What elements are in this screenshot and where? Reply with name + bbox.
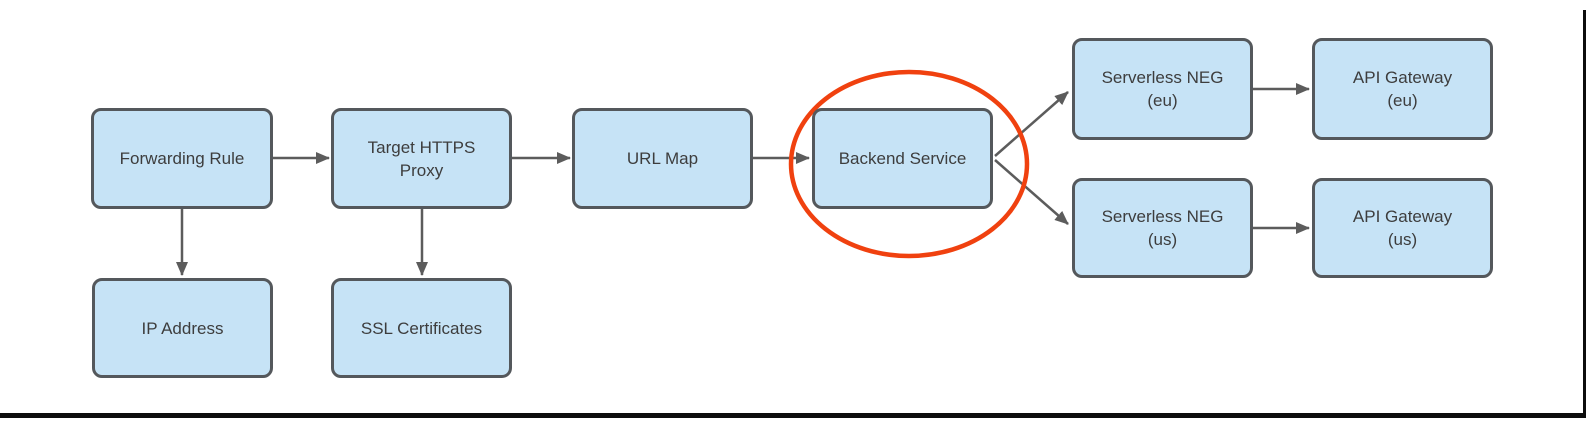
node-serverless-neg-eu: Serverless NEG (eu)	[1072, 38, 1253, 140]
node-api-gateway-eu: API Gateway (eu)	[1312, 38, 1493, 140]
edge-backendservice-neg-us	[994, 159, 1069, 225]
node-api-gateway-us: API Gateway (us)	[1312, 178, 1493, 278]
node-backend-service: Backend Service	[812, 108, 993, 209]
node-serverless-neg-us: Serverless NEG (us)	[1072, 178, 1253, 278]
node-url-map: URL Map	[572, 108, 753, 209]
frame-bottom-border	[0, 413, 1586, 418]
node-ssl-certificates: SSL Certificates	[331, 278, 512, 378]
edge-backendservice-neg-eu	[994, 91, 1069, 157]
node-ip-address: IP Address	[92, 278, 273, 378]
node-forwarding-rule: Forwarding Rule	[91, 108, 273, 209]
node-target-https-proxy: Target HTTPS Proxy	[331, 108, 512, 209]
frame-right-border	[1583, 10, 1586, 418]
